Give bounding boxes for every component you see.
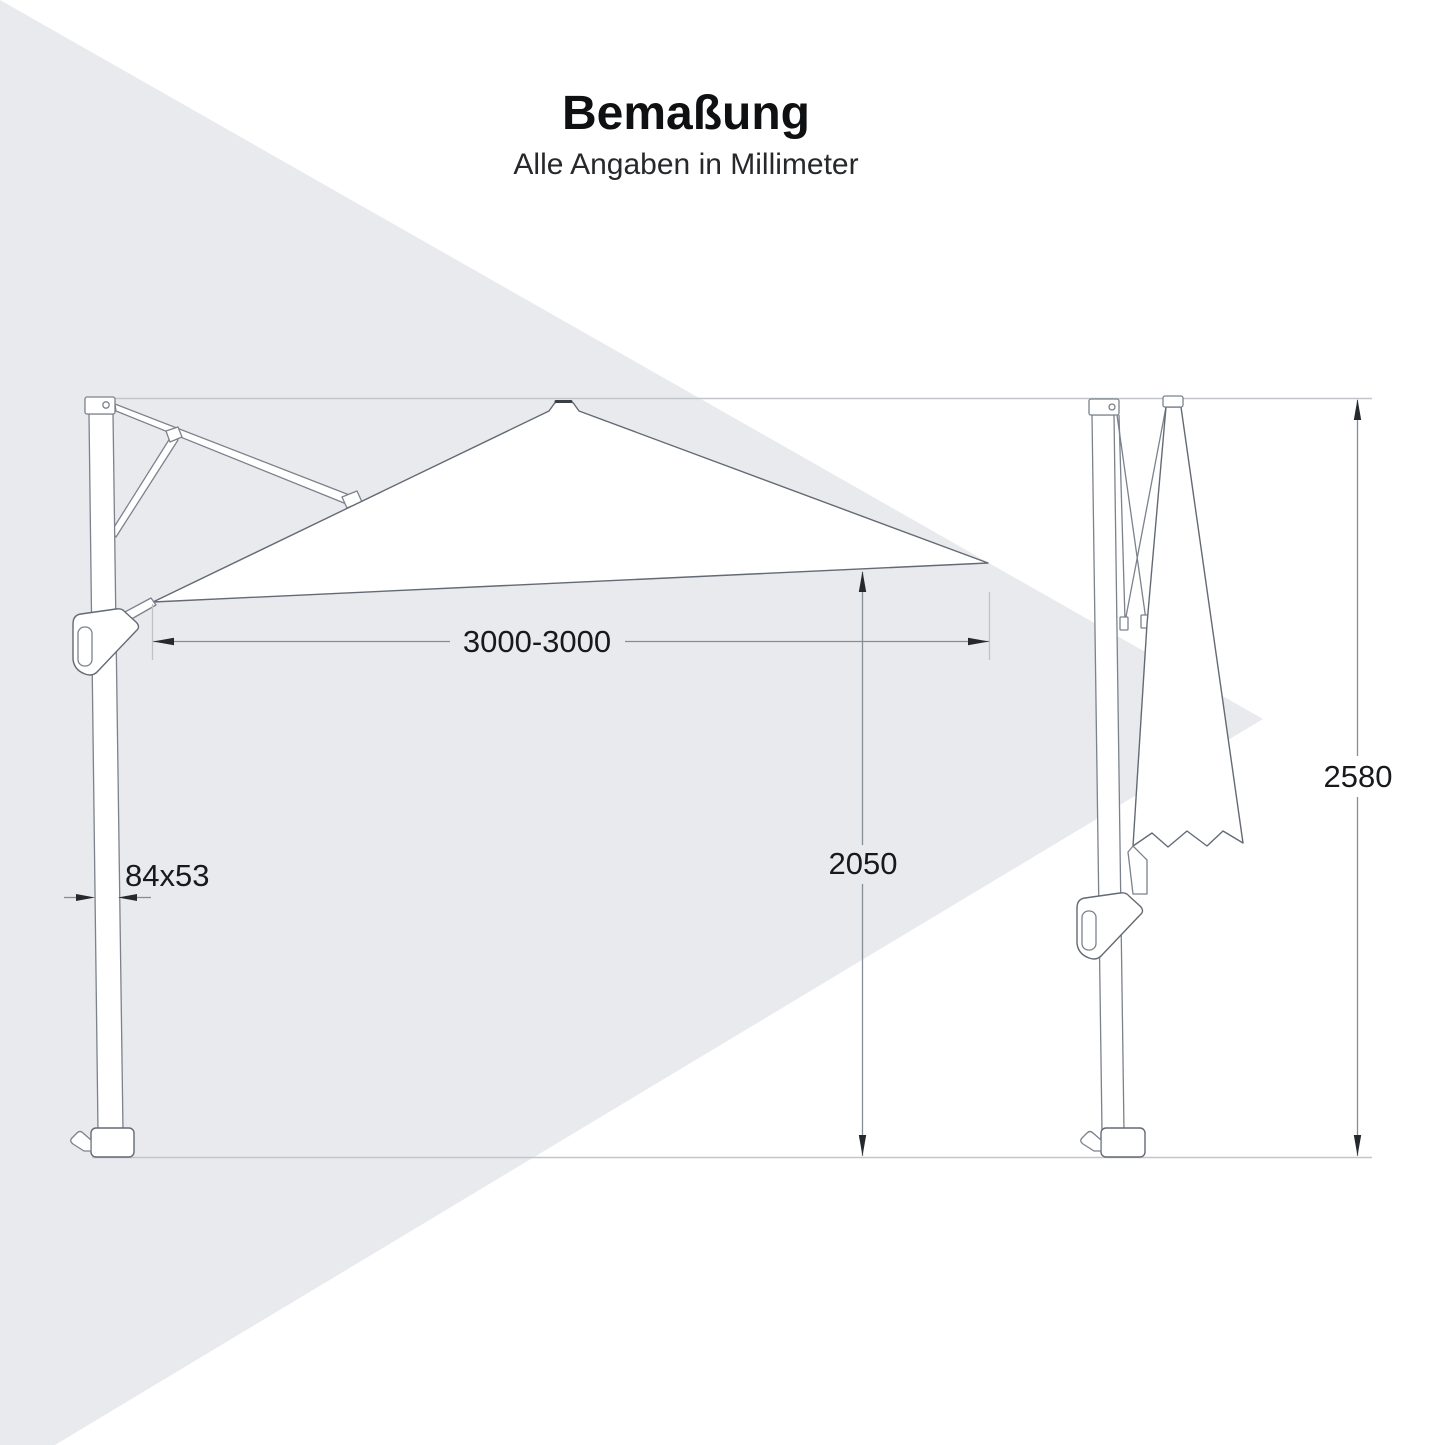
brace-arm-joint	[165, 426, 183, 443]
closed-height-value: 2580	[1324, 759, 1393, 794]
strut-end-fitting	[1119, 616, 1129, 631]
arrow-inward-right	[118, 894, 137, 901]
folded-canopy-cap	[1162, 395, 1184, 408]
arrow-inward-left	[76, 894, 95, 901]
base-block	[90, 1127, 135, 1158]
shadow-triangle	[0, 0, 1263, 1445]
folded-strut	[1118, 414, 1126, 621]
base-pedal	[70, 1130, 92, 1152]
folded-strut	[1124, 406, 1167, 623]
page-subtitle: Alle Angaben in Millimeter	[513, 148, 858, 181]
arrow-up	[858, 571, 867, 592]
dimension-closed-height: 2580	[1324, 399, 1393, 1156]
closed-umbrella-side-view	[1076, 395, 1244, 1158]
heading: Bemaßung Alle Angaben in Millimeter	[513, 87, 858, 181]
folded-canopy-tail	[1127, 845, 1148, 895]
arrow-up	[1353, 399, 1362, 420]
closed-base-pedal	[1080, 1130, 1102, 1152]
mast-profile-value: 84x53	[125, 858, 209, 893]
closed-tilt-handle-group	[1076, 892, 1144, 960]
dimension-clearance-height: 2050	[829, 571, 898, 1156]
open-umbrella-side-view	[70, 396, 989, 1158]
arrow-down	[1353, 1135, 1362, 1156]
dimension-canopy-width: 3000-3000	[151, 592, 991, 660]
dimension-mast-profile: 84x53	[64, 858, 209, 901]
page-title: Bemaßung	[562, 87, 810, 140]
canopy-width-value: 3000-3000	[463, 624, 611, 659]
arrow-down	[858, 1135, 867, 1156]
closed-base-block	[1100, 1127, 1146, 1158]
mast-cap-screw	[102, 401, 110, 409]
clearance-height-value: 2050	[829, 846, 898, 881]
arrow-left	[153, 637, 174, 646]
folded-strut	[1116, 414, 1147, 621]
closed-tilt-handle-grip-slot	[1081, 910, 1097, 951]
mast-top-cap	[84, 396, 116, 415]
closed-mast	[1091, 414, 1125, 1132]
tilt-handle-grip-slot	[77, 626, 93, 667]
closed-mast-cap-screw	[1108, 403, 1116, 411]
arrow-right	[968, 637, 989, 646]
folded-canopy	[1132, 406, 1244, 848]
closed-mast-top-cap	[1088, 398, 1120, 416]
